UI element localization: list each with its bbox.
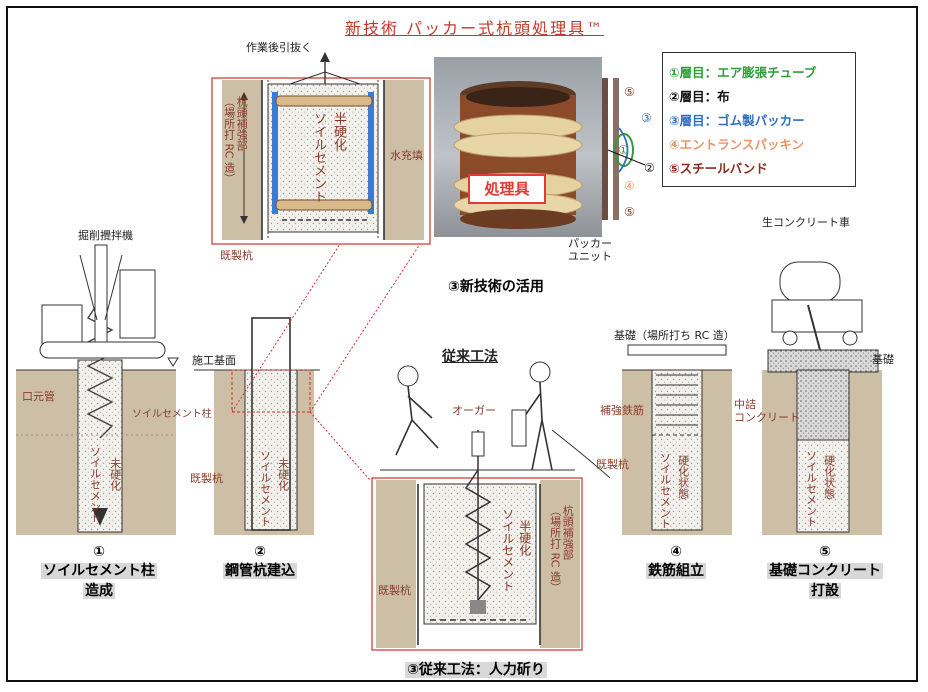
foundation-rc-label: 基礎（場所打ち RC 造） — [614, 329, 735, 342]
soil-cement-label-3: ソイルセメント — [500, 508, 515, 592]
stage1-caption: ① ソイルセメント柱 造成 — [24, 544, 174, 600]
stage1-ground — [16, 244, 179, 535]
new-method-inset — [211, 52, 431, 245]
stage2-caption: ② 鋼管杭建込 — [200, 544, 320, 580]
water-fill-label: 水充填 — [390, 149, 423, 162]
soil-cement-label-4: ソイルセメント — [658, 452, 672, 529]
foundation-label: 基礎 — [872, 353, 894, 366]
stage2-ground — [194, 317, 320, 535]
stage4-title-line: 鉄筋組立 — [626, 560, 726, 580]
stage1-title-line1-text: ソイルセメント柱 — [41, 563, 157, 579]
mouth-pipe-label: 口元管 — [22, 390, 55, 403]
detail-num-4: ④ — [624, 179, 635, 193]
detail-num-2: ② — [644, 161, 655, 175]
stage5-title-line2: 打設 — [740, 580, 910, 600]
semi-hard-label-top: 半硬化 — [330, 112, 346, 151]
legend-box: ①層目：エア膨張チューブ ②層目：布 ③層目：ゴム製パッカー ④エントランスパッ… — [662, 52, 856, 187]
pile-label-top: 既製杭 — [220, 249, 253, 262]
stage4-title-text: 鉄筋組立 — [646, 563, 706, 579]
stage5-title-line2-text: 打設 — [809, 583, 841, 599]
stage1-title-line1: ソイルセメント柱 — [24, 560, 174, 580]
soil-cement-label-1: ソイルセメント — [88, 446, 102, 523]
hardened-label-4: 硬化状態 — [676, 455, 690, 499]
truck-label: 生コンクリート車 — [762, 216, 850, 229]
stage2-title-line: 鋼管杭建込 — [200, 560, 320, 580]
conventional-heading: 従来工法 — [442, 349, 498, 365]
page-title: 新技術 パッカー式杭頭処理具™ — [345, 19, 605, 38]
soil-cement-label-2: ソイルセメント — [258, 450, 272, 527]
stage5-ground — [762, 261, 882, 535]
stage2-title-text: 鋼管杭建込 — [223, 563, 297, 579]
stage5-number: ⑤ — [819, 544, 831, 560]
column-label: ソイルセメント柱 — [132, 409, 212, 420]
packer-photo — [434, 57, 602, 237]
pile-label-4: 既製杭 — [596, 458, 629, 471]
stage1-title-line2: 造成 — [24, 580, 174, 600]
stage2-number: ② — [254, 544, 266, 560]
stage4-number: ④ — [670, 544, 682, 560]
packer-detail — [600, 78, 646, 220]
detail-num-3: ③ — [641, 111, 652, 125]
unhardened-label-2: 未硬化 — [276, 458, 290, 491]
processing-tool-tag: 処理具 — [468, 174, 546, 204]
base-level-label: 施工基面 — [192, 354, 236, 367]
conventional-caption-text: ③従来工法：人力斫り — [405, 662, 547, 678]
stage4-caption: ④ 鉄筋組立 — [626, 544, 726, 580]
conventional-caption: ③従来工法：人力斫り — [386, 659, 566, 679]
legend-item-4: ④エントランスパッキン — [669, 137, 804, 152]
pile-label-2: 既製杭 — [190, 472, 223, 485]
reinforce-label-3: 杭頭補強部 （場所打 RC 造） — [548, 505, 575, 593]
outer-frame — [6, 6, 918, 682]
detail-num-1: ① — [618, 143, 629, 157]
infill-concrete-label: 中詰 コンクリート — [734, 398, 800, 425]
detail-num-5-top: ⑤ — [624, 85, 635, 99]
packer-unit-label: パッカー ユニット — [568, 237, 612, 263]
stage5-title-line1: 基礎コンクリート — [740, 560, 910, 580]
legend-item-2: ②層目：布 — [669, 89, 730, 104]
auger-label: オーガー — [452, 404, 496, 417]
reinforce-label-top: 杭頭補強部 （場所打 RC 造） — [222, 96, 249, 184]
pile-label-3: 既製杭 — [378, 584, 411, 597]
new-method-caption: ③新技術の活用 — [448, 279, 544, 295]
rebar-label: 補強鉄筋 — [600, 404, 644, 417]
stage4-ground — [622, 344, 732, 535]
legend-item-5: ⑤スチールバンド — [669, 161, 768, 176]
semi-hard-label-3: 半硬化 — [517, 520, 532, 556]
lift-label: 作業後引抜く — [246, 41, 312, 54]
hardened-label-5: 硬化状態 — [822, 455, 836, 499]
machine-label: 掘削攪拌機 — [78, 229, 133, 242]
stage5-caption: ⑤ 基礎コンクリート 打設 — [740, 544, 910, 600]
stage5-title-line1-text: 基礎コンクリート — [767, 563, 883, 579]
stage1-title-line2-text: 造成 — [83, 583, 115, 599]
detail-num-5-bottom: ⑤ — [624, 205, 635, 219]
soil-cement-label-5: ソイルセメント — [804, 450, 818, 527]
packer-photo-illustration — [453, 81, 583, 229]
unhardened-label-1: 未硬化 — [108, 458, 122, 491]
soil-cement-label-top: ソイルセメント — [310, 112, 326, 203]
stage1-number: ① — [93, 544, 105, 560]
legend-item-1: ①層目：エア膨張チューブ — [669, 65, 817, 80]
conventional-section — [371, 361, 611, 651]
legend-item-3: ③層目：ゴム製パッカー — [669, 113, 805, 128]
